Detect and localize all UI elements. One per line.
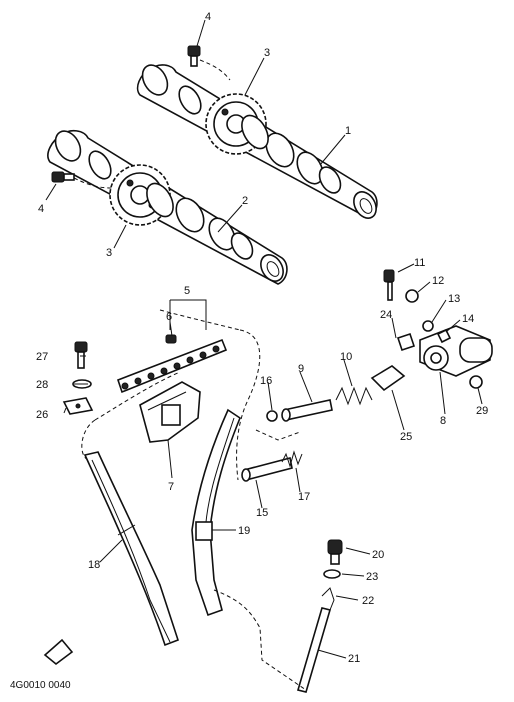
callout-23: 23: [366, 571, 378, 583]
callout-20: 20: [372, 549, 384, 561]
callout-13: 13: [448, 293, 460, 305]
chain-joint-link: [165, 334, 177, 344]
small-bracket: [43, 638, 74, 666]
callout-6: 6: [166, 311, 172, 323]
chain-tensioner-assembly: [255, 269, 493, 441]
tensioner-rod: [283, 399, 333, 421]
callout-18: 18: [88, 559, 100, 571]
callout-8: 8: [440, 415, 446, 427]
callout-27: 27: [36, 351, 48, 363]
tensioner-stop: [266, 410, 278, 422]
callout-7: 7: [168, 481, 174, 493]
callout-3-upper: 3: [264, 47, 270, 59]
callout-25: 25: [400, 431, 412, 443]
callout-4-lower: 4: [38, 203, 44, 215]
tensioner-nut: [469, 375, 483, 389]
sprocket-bolt-upper: [187, 45, 231, 81]
guide-stopper-parts: [62, 341, 94, 415]
crank-side-parts: [213, 539, 343, 693]
callout-11: 11: [414, 257, 425, 269]
tensioner-washer: [405, 289, 419, 303]
cam-sprocket-lower: [109, 164, 174, 226]
chain-links: [121, 345, 220, 390]
callout-5: 5: [184, 285, 190, 297]
callout-21: 21: [348, 653, 360, 665]
callout-16: 16: [260, 375, 272, 387]
callout-4-upper: 4: [205, 11, 211, 23]
cam-chain: [81, 309, 261, 481]
chain-guide-exhaust: [83, 451, 179, 647]
tensioner-gasket: [370, 365, 406, 392]
callout-24: 24: [380, 309, 392, 321]
leader-lines: [45, 19, 483, 659]
callout-14: 14: [462, 313, 474, 325]
callout-3-lower: 3: [106, 247, 112, 259]
callout-15: 15: [256, 507, 268, 519]
callout-10: 10: [340, 351, 352, 363]
tensioner-bolt: [383, 269, 395, 283]
callout-12: 12: [432, 275, 444, 287]
callout-9: 9: [298, 363, 304, 375]
chain-guide-top: [139, 381, 201, 443]
callout-19: 19: [238, 525, 250, 537]
sprocket-bolt-lower: [51, 171, 113, 189]
tensioner-spring: [335, 386, 373, 406]
cam-sprocket-upper: [205, 93, 269, 155]
callout-17: 17: [298, 491, 310, 503]
callout-28: 28: [36, 379, 48, 391]
callout-29: 29: [476, 405, 488, 417]
callout-2: 2: [242, 195, 248, 207]
callout-22: 22: [362, 595, 374, 607]
callout-labels: 1 2 3 3 4 4 5 6 7 8 9 10 11 12 13 14 15 …: [36, 11, 488, 665]
callout-1: 1: [345, 125, 351, 137]
drawing-code: 4G0010 0040: [10, 680, 71, 691]
chain-guide-intake: [191, 408, 241, 617]
callout-26: 26: [36, 409, 48, 421]
guide-bolt-and-spring: [241, 450, 303, 482]
